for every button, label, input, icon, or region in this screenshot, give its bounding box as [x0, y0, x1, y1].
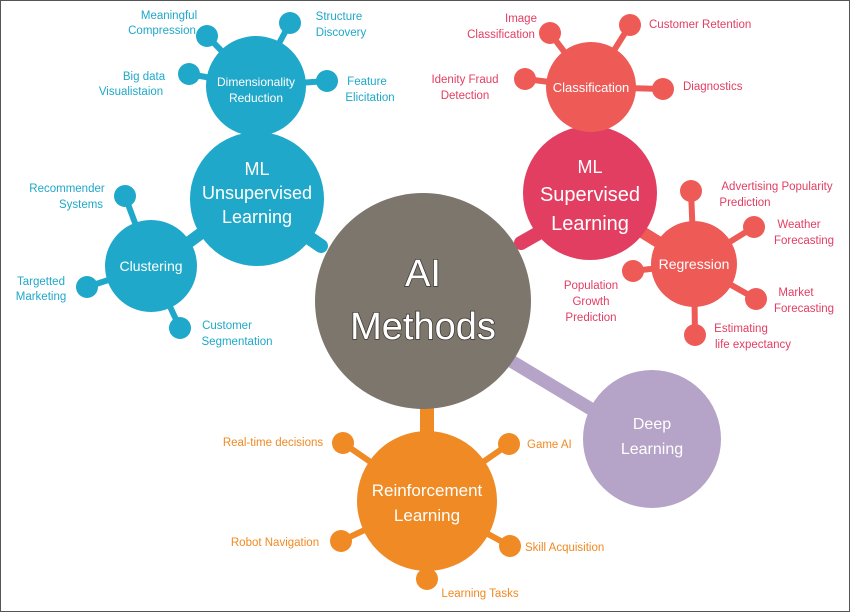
label-compression-1: Meaningful [141, 10, 197, 22]
dot-skill [499, 535, 521, 557]
node-dimensionality-line2: Reduction [229, 91, 283, 105]
label-segmentation-1: Customer [202, 320, 252, 332]
label-diagnostics: Diagnostics [683, 81, 743, 93]
label-tasks: Learning Tasks [441, 588, 518, 600]
node-supervised-circle [523, 126, 657, 260]
label-gameai: Game AI [527, 439, 572, 451]
node-deep-learning: Deep Learning [583, 370, 721, 508]
dot-tasks [416, 568, 438, 590]
node-deep-line1: Deep [633, 416, 671, 433]
node-center-circle [315, 193, 531, 409]
label-structure-1: Structure [316, 11, 363, 23]
node-classification: Classification [546, 42, 636, 132]
label-fraud-2: Detection [441, 90, 490, 102]
leaf-labels-supervised: Image Classification Customer Retention … [431, 13, 834, 351]
label-structure-2: Discovery [316, 27, 367, 39]
node-unsupervised-line2: Unsupervised [202, 183, 312, 203]
node-regression: Regression [651, 221, 737, 307]
dot-diagnostics [652, 78, 674, 100]
node-unsupervised-line3: Learning [222, 207, 292, 227]
dot-marketing [76, 276, 98, 298]
node-clustering: Clustering [105, 220, 197, 312]
node-classification-circle [546, 42, 636, 132]
label-marketing-2: Marketing [16, 291, 67, 303]
label-life-2: life expectancy [715, 339, 791, 351]
dot-compression [196, 25, 218, 47]
dot-weather [743, 216, 765, 238]
label-fraud-1: Idenity Fraud [431, 74, 498, 86]
node-supervised-line3: Learning [551, 213, 629, 235]
dot-fraud [514, 68, 536, 90]
dot-life [684, 324, 706, 346]
label-compression-2: Compression [128, 25, 196, 37]
dot-bigdata [178, 63, 200, 85]
label-advertising-2: Prediction [719, 197, 770, 209]
label-population-1: Population [564, 280, 618, 292]
node-supervised-line2: Supervised [540, 184, 640, 206]
node-reinforcement-circle [357, 431, 497, 571]
node-classification-label: Classification [553, 80, 630, 95]
node-deep-circle [583, 370, 721, 508]
label-feature-2: Elicitation [345, 92, 394, 104]
label-bigdata-2: Visualistaion [99, 86, 163, 98]
dot-advertising [680, 180, 702, 202]
node-regression-circle [651, 221, 737, 307]
label-population-2: Growth [572, 296, 609, 308]
node-dimensionality-line1: Dimensionality [217, 75, 295, 89]
label-market-2: Forecasting [774, 303, 834, 315]
node-unsupervised: ML Unsupervised Learning [190, 132, 324, 266]
node-reinforcement-line1: Reinforcement [372, 481, 483, 500]
center-title-line1: AI [405, 253, 441, 295]
node-reinforcement: Reinforcement Learning [357, 431, 497, 571]
label-recommender-2: Systems [59, 199, 103, 211]
node-dimensionality-circle [206, 36, 306, 136]
node-regression-label: Regression [659, 256, 730, 272]
dot-image [539, 22, 561, 44]
leaf-dots [76, 12, 767, 590]
dot-structure [279, 12, 301, 34]
node-supervised: ML Supervised Learning [523, 126, 657, 260]
label-market-1: Market [778, 287, 814, 299]
label-life-1: Estimating [714, 323, 768, 335]
dot-feature [316, 70, 338, 92]
leaf-labels-reinforcement: Real-time decisions Game AI Robot Naviga… [223, 437, 604, 600]
node-deep-line2: Learning [621, 441, 683, 458]
label-skill: Skill Acquisition [525, 542, 604, 554]
node-unsupervised-line1: ML [244, 159, 269, 179]
label-weather-2: Forecasting [774, 235, 834, 247]
dot-robot [330, 530, 352, 552]
dot-recommender [114, 185, 136, 207]
label-population-3: Prediction [565, 312, 616, 324]
node-unsupervised-circle [190, 132, 324, 266]
label-recommender-1: Recommender [29, 183, 105, 195]
label-weather-1: Weather [777, 219, 820, 231]
label-image-2: Classification [467, 29, 535, 41]
dot-retention [619, 14, 641, 36]
node-supervised-line1: ML [577, 157, 602, 177]
node-clustering-circle [105, 220, 197, 312]
node-reinforcement-line2: Learning [394, 506, 460, 525]
label-retention: Customer Retention [649, 19, 751, 31]
label-bigdata-1: Big data [123, 71, 166, 83]
dot-market [745, 288, 767, 310]
label-image-1: Image [505, 13, 537, 25]
dot-realtime [332, 432, 354, 454]
node-ai-methods: AI Methods [315, 193, 531, 409]
label-feature-1: Feature [347, 76, 387, 88]
label-realtime: Real-time decisions [223, 437, 324, 449]
label-marketing-1: Targetted [17, 276, 65, 288]
label-robot: Robot Navigation [231, 537, 319, 549]
label-advertising-1: Advertising Popularity [721, 181, 832, 193]
dot-population [622, 260, 644, 282]
node-dimensionality-reduction: Dimensionality Reduction [206, 36, 306, 136]
node-clustering-label: Clustering [119, 258, 182, 274]
leaf-labels-unsupervised: Meaningful Compression Structure Discove… [16, 10, 395, 348]
center-title-line2: Methods [350, 306, 496, 348]
dot-segmentation [169, 317, 191, 339]
dot-gameai [498, 433, 520, 455]
label-segmentation-2: Segmentation [202, 336, 273, 348]
